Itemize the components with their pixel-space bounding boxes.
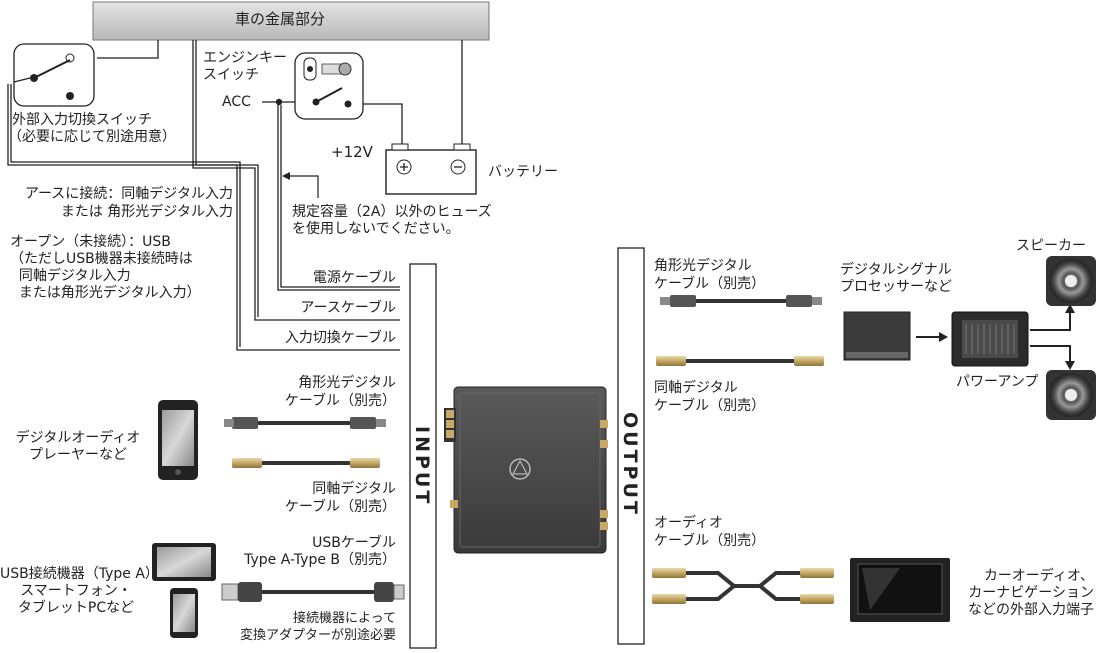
- speaker-top-graphic: [1046, 256, 1096, 306]
- digital-player-label-1: デジタルオーディオ: [15, 430, 141, 446]
- output-label: OUTPUT: [619, 412, 641, 517]
- input-optical-cable-graphic: [224, 417, 386, 429]
- earth-cable-label: アースケーブル: [300, 300, 396, 316]
- ext-switch-label-1: 外部入力切換スイッチ: [12, 112, 152, 128]
- car-metal-label: 車の金属部分: [235, 10, 326, 28]
- audio-cable-label-1: オーディオ: [654, 515, 724, 531]
- car-metal-box: [92, 1, 490, 41]
- battery-label: バッテリー: [488, 164, 558, 180]
- earth-note-1: アースに接続：同軸デジタル入力: [24, 186, 233, 202]
- digital-player-label-2: プレーヤーなど: [29, 447, 127, 463]
- battery-graphic: [385, 143, 477, 195]
- digital-audio-player-graphic: [158, 400, 198, 480]
- in-optical-label-2: ケーブル（別売）: [284, 393, 396, 409]
- audio-cable-graphic: [652, 568, 834, 604]
- open-note-1: オープン（未接続）：USB: [10, 234, 171, 250]
- fuse-note-2: を使用しないでください。: [292, 221, 460, 237]
- open-note-2: （ただしUSB機器未接続時は: [10, 251, 193, 267]
- tablet-graphic: [152, 543, 216, 581]
- plus12v-label: +12V: [331, 143, 373, 161]
- car-audio-label-1: カーオーディオ、: [983, 568, 1094, 584]
- ext-switch-label-2: （必要に応じて別途用意）: [8, 129, 176, 145]
- acc-junction: [275, 98, 283, 106]
- power-amp-label: パワーアンプ: [956, 374, 1039, 390]
- usb-device-label-3: タブレットPCなど: [17, 600, 135, 616]
- car-audio-label-2: カーナビゲーション: [968, 585, 1094, 601]
- engine-key-switch-graphic: [294, 52, 364, 120]
- in-coax-label-1: 同軸デジタル: [312, 481, 396, 497]
- engine-key-switch-label-2: スイッチ: [203, 67, 259, 83]
- output-coax-cable-graphic: [656, 356, 824, 366]
- open-note-4: または角形光デジタル入力）: [10, 285, 201, 301]
- dsp-graphic: [843, 311, 911, 361]
- out-coax-label-1: 同軸デジタル: [654, 380, 738, 396]
- input-label: INPUT: [411, 426, 433, 507]
- adapter-note-1: 接続機器によって: [293, 611, 396, 626]
- dsp-label-1: デジタルシグナル: [840, 262, 952, 278]
- input-coax-cable-graphic: [232, 458, 380, 468]
- usb-cable-graphic: [221, 582, 405, 602]
- input-bar: [409, 263, 437, 649]
- usb-device-label-1: USB接続機器（Type A）: [0, 566, 159, 582]
- car-audio-monitor-graphic: [850, 558, 950, 622]
- out-coax-label-2: ケーブル（別売）: [654, 398, 766, 414]
- speaker-bottom-graphic: [1046, 370, 1096, 420]
- acc-label: ACC: [222, 94, 251, 110]
- out-optical-label-1: 角形光デジタル: [654, 258, 752, 274]
- car-audio-label-3: などの外部入力端子: [968, 602, 1094, 618]
- main-unit-graphic: [444, 386, 608, 554]
- fuse-note-1: 規定容量（2A）以外のヒューズ: [292, 204, 492, 220]
- audio-cable-label-2: ケーブル（別売）: [654, 533, 766, 549]
- usb-device-label-2: スマートフォン・: [20, 583, 132, 599]
- output-optical-cable-graphic: [660, 295, 822, 307]
- power-cable-label: 電源ケーブル: [312, 270, 396, 286]
- input-switch-cable-label: 入力切換ケーブル: [284, 330, 396, 346]
- usb-cable-label-1: USBケーブル: [312, 535, 396, 551]
- open-note-3: 同軸デジタル入力: [10, 268, 131, 284]
- in-optical-label-1: 角形光デジタル: [298, 375, 396, 391]
- ext-switch-graphic: [13, 43, 95, 107]
- power-amp-graphic: [951, 311, 1029, 367]
- adapter-note-2: 変換アダプターが別途必要: [239, 628, 396, 643]
- speaker-label: スピーカー: [1016, 238, 1086, 254]
- earth-note-2: または 角形光デジタル入力: [60, 204, 233, 220]
- out-optical-label-2: ケーブル（別売）: [654, 276, 766, 292]
- output-bar: [617, 247, 645, 645]
- engine-key-switch-label-1: エンジンキー: [203, 50, 287, 66]
- in-coax-label-2: ケーブル（別売）: [284, 499, 396, 515]
- smartphone-graphic: [170, 588, 198, 638]
- usb-cable-label-2: Type A-Type B（別売）: [244, 552, 396, 568]
- dsp-label-2: プロセッサーなど: [840, 279, 952, 295]
